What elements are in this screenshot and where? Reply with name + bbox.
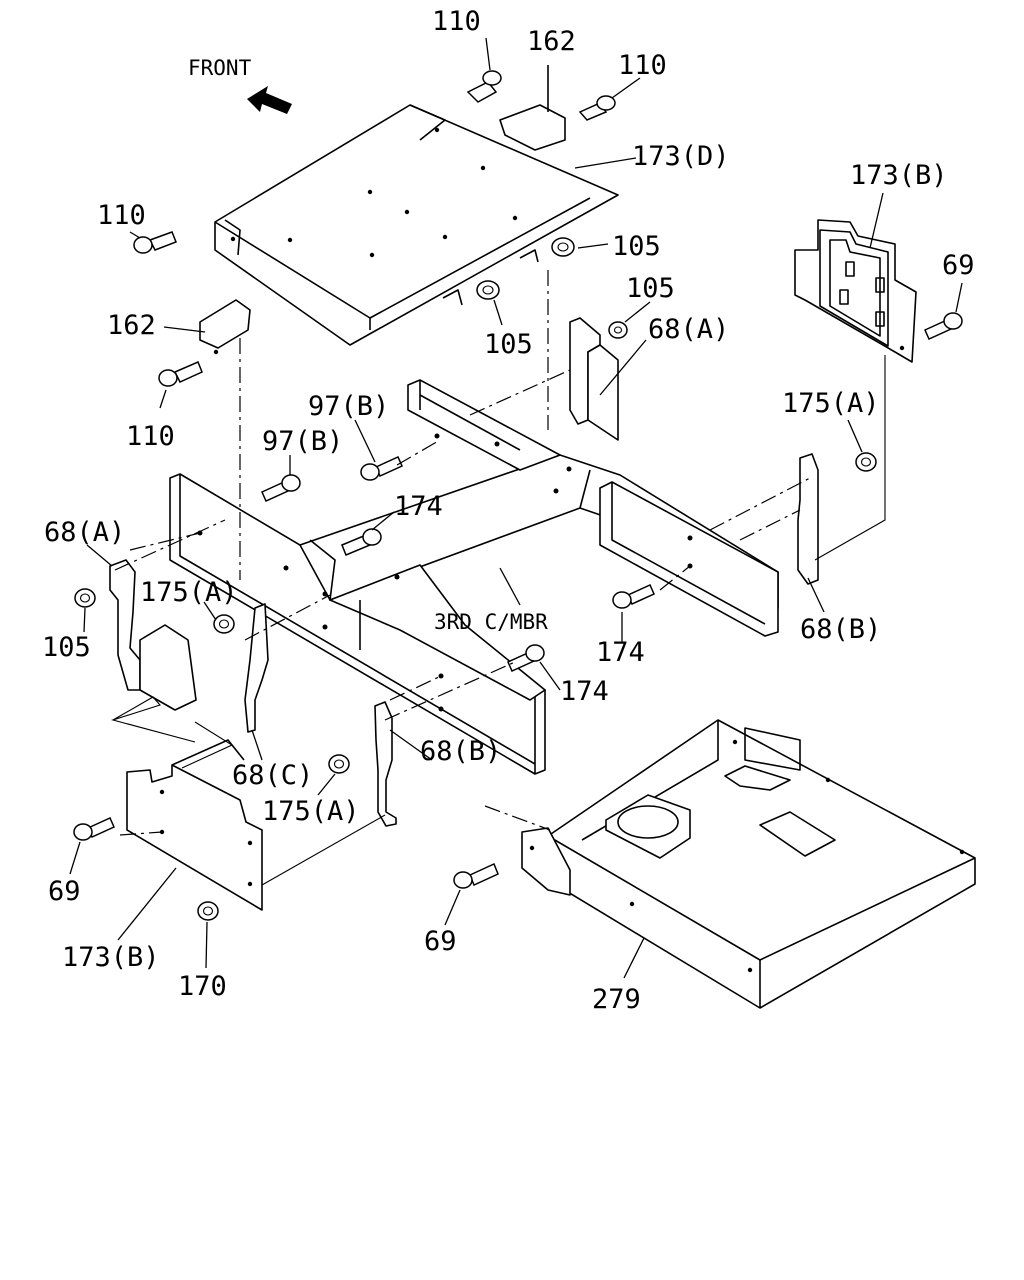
bolt-110-top-right-icon: [578, 95, 616, 121]
bracket-68b-lower: [374, 701, 397, 827]
label-162-left: 162: [107, 310, 156, 341]
bolt-174-lower-icon: [507, 644, 545, 672]
label-105-center: 105: [484, 329, 533, 360]
cover-173b-right: [794, 219, 917, 363]
bolt-69-right-icon: [924, 312, 963, 340]
label-68c: 68(C): [232, 760, 313, 791]
label-175a-right: 175(A): [782, 388, 880, 419]
nut-105-left-icon: [74, 588, 96, 608]
label-69-lower: 69: [424, 926, 457, 957]
label-105-right: 105: [626, 273, 675, 304]
tray-173d: [214, 104, 619, 346]
front-label: FRONT: [188, 56, 252, 80]
bolt-174-right-icon: [612, 584, 655, 609]
washer-105-right-icon: [608, 321, 628, 339]
label-162-top: 162: [527, 26, 576, 57]
label-68a-upper: 68(A): [648, 314, 729, 345]
label-110-top: 110: [432, 6, 481, 37]
nut-175a-left-icon: [213, 614, 235, 634]
label-170: 170: [178, 971, 227, 1002]
battery-box-279: [521, 719, 976, 1009]
label-175a-left: 175(A): [140, 577, 238, 608]
label-68b-lower: 68(B): [420, 736, 501, 767]
front-direction-indicator: FRONT: [188, 56, 292, 114]
label-97b-upper: 97(B): [308, 391, 389, 422]
label-174-upper: 174: [394, 491, 443, 522]
label-173b-left: 173(B): [62, 942, 160, 973]
bolt-97b-lower-icon: [261, 474, 301, 502]
bracket-68b-right: [797, 453, 819, 585]
label-175a-lower: 175(A): [262, 796, 360, 827]
label-69-right: 69: [942, 250, 975, 281]
alignment-lines: [111, 270, 886, 886]
label-174-right: 174: [596, 637, 645, 668]
bolt-110-lower-left-icon: [158, 361, 203, 387]
cover-173b-left: [126, 739, 263, 911]
label-110-lower-left: 110: [126, 421, 175, 452]
bracket-68c: [244, 603, 269, 733]
label-110-left: 110: [97, 200, 146, 231]
nut-105-center-icon: [476, 280, 500, 300]
nut-175a-right-icon: [855, 452, 877, 472]
nut-170-icon: [197, 901, 219, 921]
bracket-68a-left: [109, 559, 197, 711]
label-97b-lower: 97(B): [262, 426, 343, 457]
bracket-162-top: [499, 65, 566, 151]
bolt-174-upper-icon: [341, 528, 382, 556]
bolt-110-top-icon: [466, 70, 502, 103]
nut-175a-lower-icon: [328, 754, 350, 774]
label-174-lower: 174: [560, 676, 609, 707]
bolt-69-left-icon: [73, 817, 115, 841]
bracket-162-left: [199, 299, 251, 355]
label-68a-left: 68(A): [44, 517, 125, 548]
part-labels: 110 162 110 173(D) 110 105 162 105 105 1…: [42, 6, 975, 1015]
fasteners: [73, 70, 963, 921]
label-279: 279: [592, 984, 641, 1015]
label-173d: 173(D): [632, 141, 730, 172]
label-3rd-crossmember: 3RD C/MBR: [434, 610, 548, 634]
leader-lines: [69, 37, 963, 979]
label-68b-right: 68(B): [800, 614, 881, 645]
bolt-69-lower-icon: [453, 862, 499, 889]
label-105-left: 105: [42, 632, 91, 663]
label-173b-right: 173(B): [850, 160, 948, 191]
label-69-left: 69: [48, 876, 81, 907]
frame-assembly: [169, 379, 779, 775]
front-arrow-icon: [247, 86, 292, 114]
bracket-68a-upper: [569, 317, 619, 441]
bolt-97b-upper-icon: [360, 456, 403, 481]
label-110-top-right: 110: [618, 50, 667, 81]
bolt-110-left-icon: [133, 231, 177, 254]
nut-105-upper-icon: [551, 237, 575, 257]
label-105-upper: 105: [612, 231, 661, 262]
